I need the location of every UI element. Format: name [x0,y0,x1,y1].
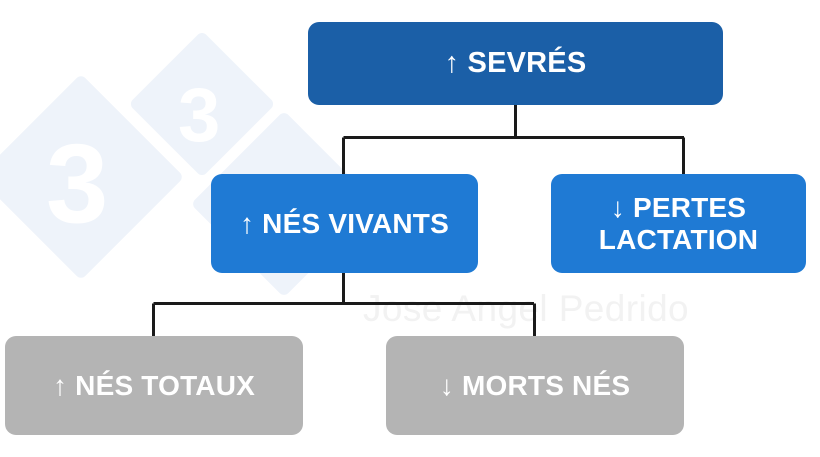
edge-sevres-children [342,105,685,174]
node-pertes-lactation-label: ↓ PERTES LACTATION [598,192,759,255]
node-sevres-label: ↑ SEVRÉS [444,47,587,80]
edge-nes-vivants-children [152,273,536,336]
node-nes-totaux-label: ↑ NÉS TOTAUX [52,369,256,401]
node-pertes-lactation[interactable]: ↓ PERTES LACTATION [551,174,806,273]
logo-digit-3: 3 [178,73,221,158]
logo-diamond-icon [0,73,185,281]
node-morts-nes-label: ↓ MORTS NÉS [439,369,631,401]
node-nes-totaux[interactable]: ↑ NÉS TOTAUX [5,336,303,435]
node-nes-vivants[interactable]: ↑ NÉS VIVANTS [211,174,478,273]
logo-digit-3: 3 [46,121,109,246]
author-watermark: Jose Angel Pedrido [363,288,690,329]
node-morts-nes[interactable]: ↓ MORTS NÉS [386,336,684,435]
node-sevres[interactable]: ↑ SEVRÉS [308,22,723,105]
node-nes-vivants-label: ↑ NÉS VIVANTS [239,207,449,239]
logo-diamond-icon [128,30,276,178]
